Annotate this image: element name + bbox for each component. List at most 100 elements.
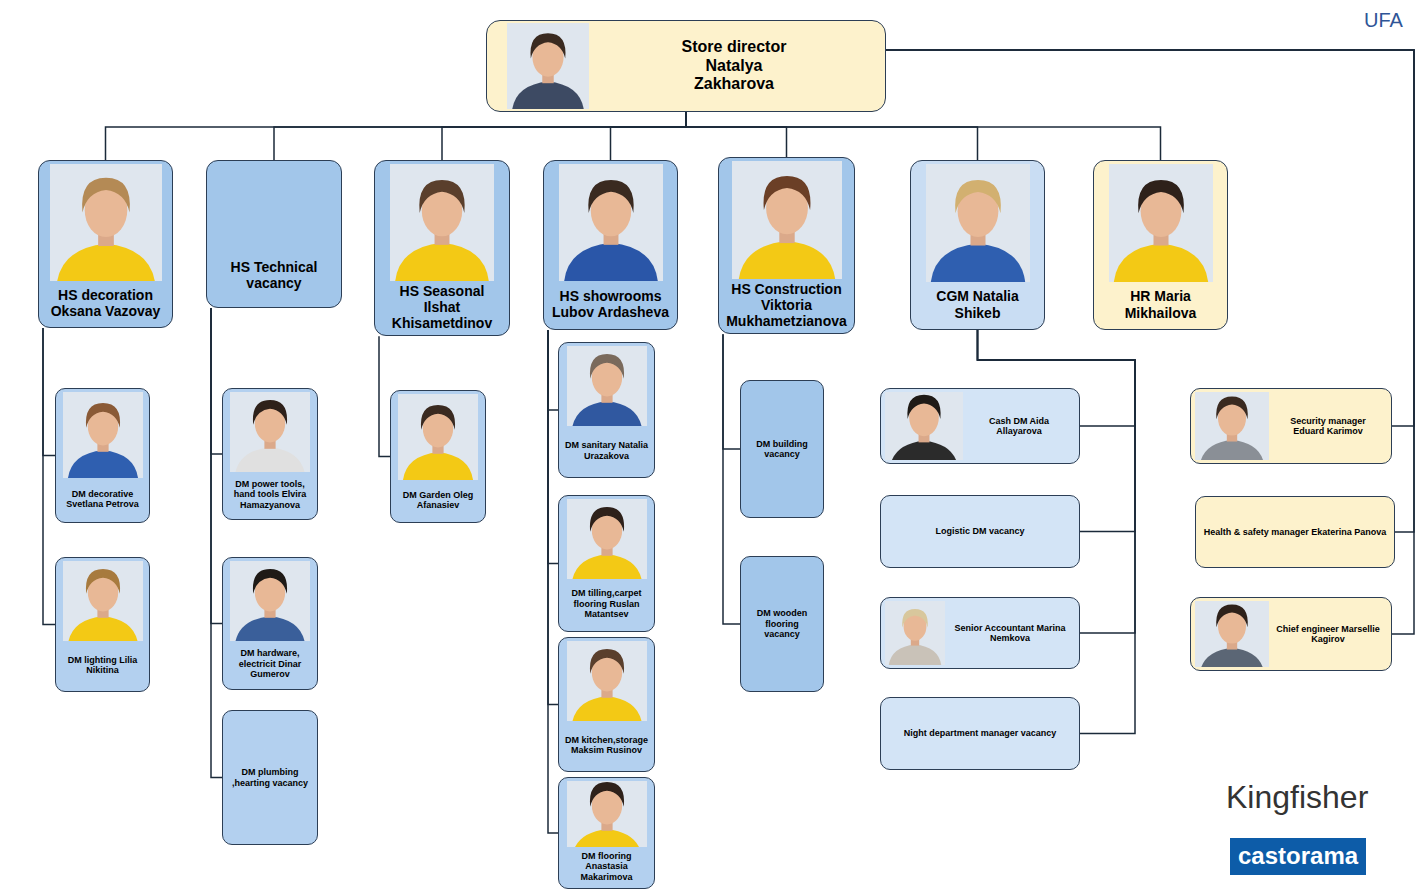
portrait-photo	[230, 561, 310, 641]
position-text: DM tilling,carpet flooring Ruslan Matant…	[564, 588, 649, 619]
position-text: DM Garden Oleg Afanasiev	[396, 490, 480, 511]
photo-hair	[589, 507, 623, 532]
position-text: Store director Natalya Zakharova	[668, 38, 800, 93]
org-box: CGM Natalia Shikeb	[910, 160, 1045, 330]
text-area: Store director Natalya Zakharova	[589, 23, 879, 109]
text-area: DM lighting Lilia Nikitina	[59, 641, 146, 687]
org-box: DM kitchen,storage Maksim Rusinov	[558, 637, 655, 772]
reports-to-line	[548, 330, 558, 410]
org-box: DM decorative Svetlana Petrova	[55, 388, 150, 523]
position-text: HS showrooms Lubov Ardasheva	[549, 288, 672, 320]
position-text: DM kitchen,storage Maksim Rusinov	[564, 735, 649, 756]
photo-ground	[885, 392, 963, 460]
org-box: Senior Accountant Marina Nemkova	[880, 597, 1080, 669]
text-area: DM plumbing ,hearting vacancy	[227, 715, 313, 840]
text-area: Security manager Eduard Karimov	[1269, 392, 1387, 460]
org-box: HS showrooms Lubov Ardasheva	[543, 160, 678, 330]
portrait-photo	[567, 641, 647, 721]
position-text: HS Construction Viktoria Mukhametzianova	[724, 281, 849, 329]
photo-ground	[885, 601, 945, 665]
portrait-photo	[230, 392, 310, 472]
reports-to-line	[442, 112, 686, 160]
portrait-photo	[567, 499, 647, 579]
photo-frame	[230, 561, 310, 641]
photo-shirt	[571, 696, 641, 721]
photo-ground	[567, 781, 647, 847]
photo-hair	[419, 180, 464, 213]
org-box: DM plumbing ,hearting vacancy	[222, 710, 318, 845]
portrait-photo	[885, 601, 945, 665]
position-text: DM plumbing ,hearting vacancy	[229, 767, 311, 788]
position-text: HR Maria Mikhailova	[1099, 288, 1222, 320]
org-box: Health & safety manager Ekaterina Panova	[1195, 496, 1395, 568]
reports-to-line	[43, 328, 55, 625]
reports-to-line	[686, 112, 978, 160]
photo-shirt	[930, 243, 1024, 282]
photo-shirt	[889, 644, 942, 665]
text-area: DM tilling,carpet flooring Ruslan Matant…	[562, 579, 651, 627]
org-box: DM tilling,carpet flooring Ruslan Matant…	[558, 495, 655, 632]
text-area: HS Construction Viktoria Mukhametzianova	[722, 279, 851, 329]
photo-shirt	[890, 441, 959, 460]
photo-frame	[1195, 601, 1269, 667]
text-area: DM power tools, hand tools Elvira Hamazy…	[226, 472, 314, 515]
text-area: DM hardware, electricit Dinar Gumerov	[226, 641, 314, 685]
photo-shirt	[571, 554, 641, 579]
photo-shirt	[1199, 440, 1264, 460]
photo-shirt	[1199, 648, 1264, 667]
reports-to-line	[978, 330, 1136, 633]
photo-shirt	[571, 829, 641, 847]
org-box: HR Maria Mikhailova	[1093, 160, 1228, 330]
text-area: HS decoration Oksana Vazovay	[42, 281, 169, 323]
portrait-photo	[390, 164, 494, 281]
photo-shirt	[235, 447, 305, 472]
photo-hair	[902, 609, 928, 628]
brand-logo: castorama	[1230, 838, 1366, 875]
photo-shirt	[1113, 243, 1207, 282]
photo-hair	[1216, 396, 1248, 419]
position-text: Cash DM Aida Allayarova	[969, 416, 1069, 437]
org-box: DM sanitary Natalia Urazakova	[558, 342, 655, 478]
photo-shirt	[512, 82, 584, 109]
reports-to-line	[723, 334, 740, 449]
text-area: DM sanitary Natalia Urazakova	[562, 426, 651, 473]
photo-frame	[230, 392, 310, 472]
photo-frame	[732, 161, 842, 279]
text-area: Chief engineer Marsellie Kagirov	[1269, 601, 1387, 667]
text-area: Health & safety manager Ekaterina Panova	[1200, 501, 1390, 563]
photo-frame	[1195, 392, 1269, 460]
text-area: Logistic DM vacancy	[885, 500, 1075, 563]
text-area: CGM Natalia Shikeb	[914, 282, 1041, 325]
portrait-photo	[507, 23, 589, 109]
org-box: DM power tools, hand tools Elvira Hamazy…	[222, 388, 318, 520]
org-box: HS decoration Oksana Vazovay	[38, 160, 173, 328]
photo-hair	[85, 403, 119, 428]
portrait-photo	[559, 164, 663, 281]
photo-ground	[63, 561, 143, 641]
text-area: Night department manager vacancy	[885, 702, 1075, 765]
text-area: DM building vacancy	[745, 385, 819, 513]
photo-ground	[230, 561, 310, 641]
photo-hair	[763, 176, 810, 210]
photo-hair	[82, 178, 130, 213]
position-text: Senior Accountant Marina Nemkova	[951, 623, 1069, 644]
reports-to-line	[379, 336, 390, 456]
text-area: HR Maria Mikhailova	[1097, 282, 1224, 325]
photo-frame	[63, 392, 143, 478]
position-text: DM sanitary Natalia Urazakova	[564, 440, 649, 461]
photo-shirt	[56, 244, 155, 281]
photo-hair	[85, 569, 119, 594]
org-box: DM hardware, electricit Dinar Gumerov	[222, 557, 318, 690]
photo-frame	[1109, 164, 1213, 282]
photo-ground	[567, 641, 647, 721]
photo-frame	[50, 164, 162, 281]
reports-to-line	[211, 308, 222, 454]
portrait-photo	[1195, 601, 1269, 667]
position-text: DM lighting Lilia Nikitina	[61, 655, 144, 676]
photo-ground	[398, 394, 478, 480]
org-box: DM building vacancy	[740, 380, 824, 518]
portrait-photo	[567, 781, 647, 847]
photo-hair	[531, 33, 566, 58]
photo-hair	[907, 395, 940, 419]
photo-ground	[230, 392, 310, 472]
